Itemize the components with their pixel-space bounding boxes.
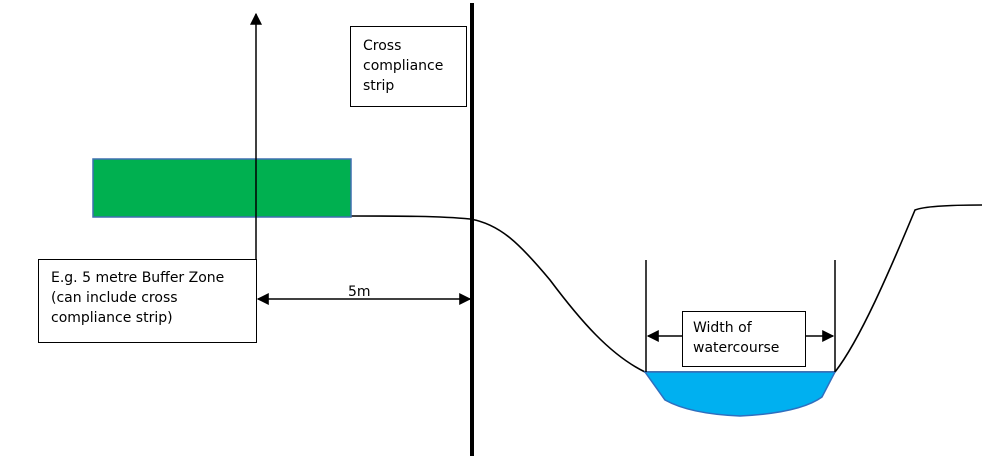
cross-compliance-line-3: strip (363, 78, 395, 94)
width-line-2: watercourse (693, 340, 780, 356)
buffer-zone-line-2: (can include cross (51, 290, 178, 306)
cross-compliance-line-1: Cross (363, 38, 402, 54)
buffer-strip-rect (92, 158, 352, 218)
buffer-zone-line-1: E.g. 5 metre Buffer Zone (51, 270, 225, 286)
width-line-1: Width of (693, 320, 752, 336)
watercourse-water (643, 371, 837, 417)
ground-profile (95, 204, 982, 373)
buffer-zone-label-box: E.g. 5 metre Buffer Zone (can include cr… (38, 259, 257, 343)
distance-label: 5m (348, 284, 371, 300)
buffer-zone-line-3: compliance strip) (51, 310, 173, 326)
watercourse-width-label-box: Width of watercourse (682, 311, 806, 367)
cross-compliance-line-2: compliance (363, 58, 444, 74)
cross-compliance-label-box: Cross compliance strip (350, 26, 467, 107)
